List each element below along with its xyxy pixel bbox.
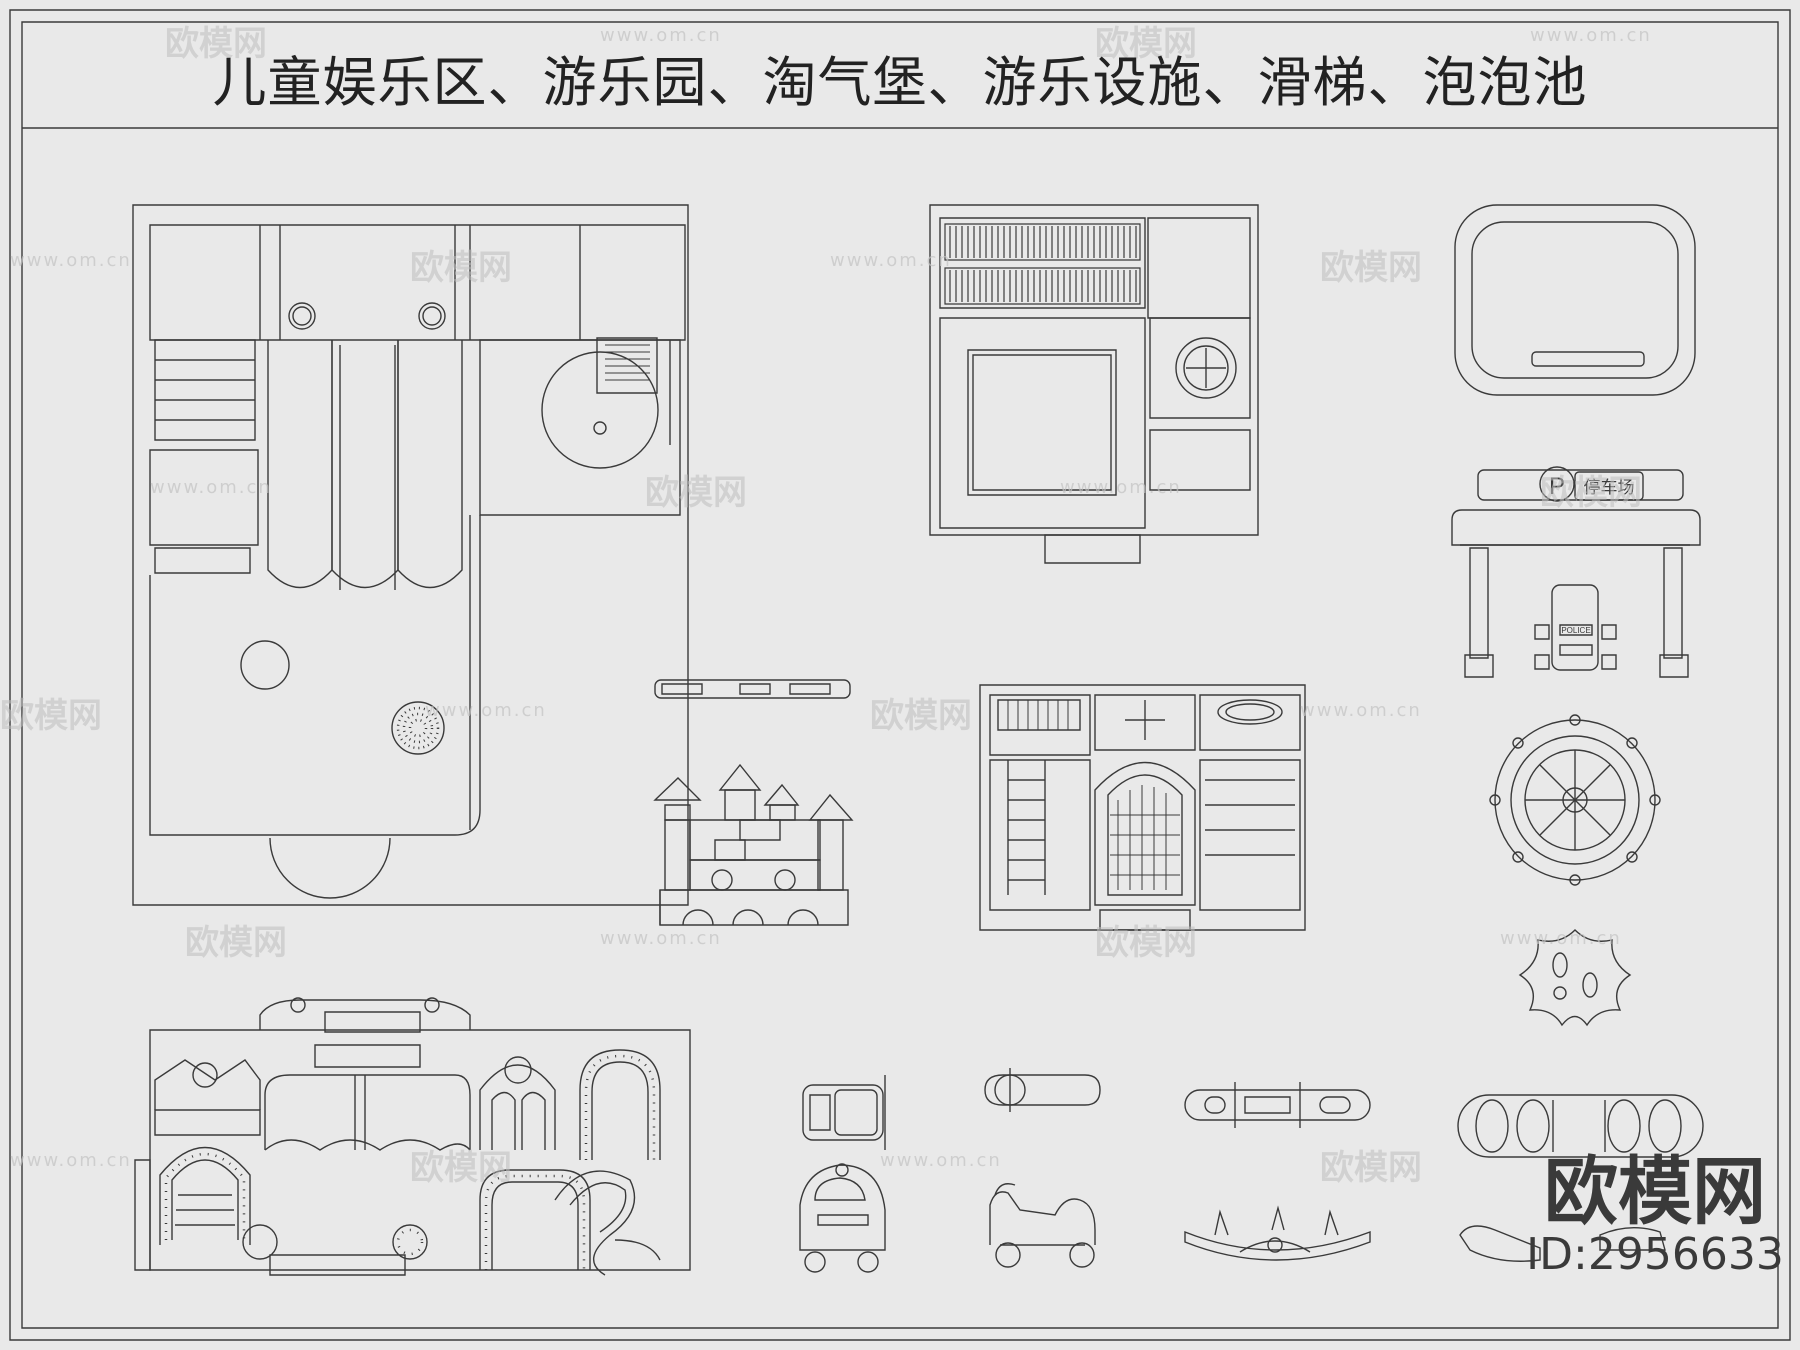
watermark-logo: 欧模网 bbox=[0, 696, 102, 736]
watermark-logo: 欧模网 bbox=[645, 473, 747, 513]
watermark-logo: 欧模网 bbox=[410, 1148, 512, 1188]
rocking-horse-side bbox=[990, 1184, 1095, 1267]
ball-texture bbox=[398, 708, 438, 748]
watermark-logo: 欧模网 bbox=[870, 696, 972, 736]
watermark-logo: 欧模网 bbox=[1320, 1148, 1422, 1188]
grille-pattern bbox=[945, 224, 1140, 304]
basket-grid-top bbox=[605, 345, 650, 380]
seesaw-side bbox=[1185, 1208, 1370, 1260]
watermark-url: www.om.cn bbox=[150, 477, 272, 498]
police-label: POLICE bbox=[1561, 626, 1590, 635]
playground-plan-top bbox=[133, 205, 688, 905]
brand-id: ID:2956633 bbox=[1526, 1229, 1784, 1280]
rocker-side bbox=[1460, 1226, 1665, 1261]
watermark-url: www.om.cn bbox=[10, 1150, 132, 1171]
watermark-logo: 欧模网 bbox=[1095, 24, 1197, 64]
watermark-url: www.om.cn bbox=[600, 25, 722, 46]
parking-letter: P bbox=[1549, 473, 1565, 500]
parking-text: 停车场 bbox=[1584, 478, 1635, 498]
parking-desk bbox=[1452, 467, 1700, 677]
toy-car-plan bbox=[803, 1075, 885, 1150]
watermark-url: www.om.cn bbox=[1530, 25, 1652, 46]
watermark-url: www.om.cn bbox=[10, 250, 132, 271]
brand-block: 欧模网 ID:2956633 bbox=[1510, 1155, 1800, 1277]
watermark-url: www.om.cn bbox=[1500, 928, 1622, 949]
window-grid bbox=[1008, 700, 1180, 890]
watermark-url: www.om.cn bbox=[425, 700, 547, 721]
house-elevation bbox=[980, 685, 1305, 930]
seesaw-plan bbox=[1185, 1082, 1370, 1128]
carousel-plan bbox=[1490, 715, 1660, 885]
star-pad bbox=[1520, 930, 1630, 1025]
watermark-logo: 欧模网 bbox=[410, 248, 512, 288]
watermark-logo: 欧模网 bbox=[1095, 923, 1197, 963]
drawing-title: 儿童娱乐区、游乐园、淘气堡、游乐设施、滑梯、泡泡池 bbox=[212, 51, 1588, 114]
watermark-url: www.om.cn bbox=[1060, 477, 1182, 498]
brand-name: 欧模网 bbox=[1544, 1149, 1766, 1235]
play-house-plan bbox=[930, 205, 1258, 563]
tunnel-plan bbox=[1458, 1095, 1703, 1157]
watermark-logo: 欧模网 bbox=[1320, 248, 1422, 288]
watermark-logo: 欧模网 bbox=[1540, 473, 1642, 513]
toy-car-side bbox=[800, 1164, 885, 1272]
watermark-url: www.om.cn bbox=[600, 928, 722, 949]
ride-on-plan-small bbox=[655, 680, 850, 698]
slide-dots bbox=[166, 1056, 654, 1270]
inner-frame bbox=[22, 22, 1778, 1328]
rocking-horse-plan bbox=[985, 1068, 1100, 1112]
watermark-url: www.om.cn bbox=[880, 1150, 1002, 1171]
outer-frame bbox=[10, 10, 1790, 1340]
castle-elevation bbox=[655, 765, 852, 925]
trampoline-frame bbox=[1455, 205, 1695, 395]
playground-elevation bbox=[135, 998, 690, 1275]
watermark-url: www.om.cn bbox=[1300, 700, 1422, 721]
watermark-url: www.om.cn bbox=[830, 250, 952, 271]
watermark-logo: 欧模网 bbox=[165, 24, 267, 64]
watermark-logo: 欧模网 bbox=[185, 923, 287, 963]
